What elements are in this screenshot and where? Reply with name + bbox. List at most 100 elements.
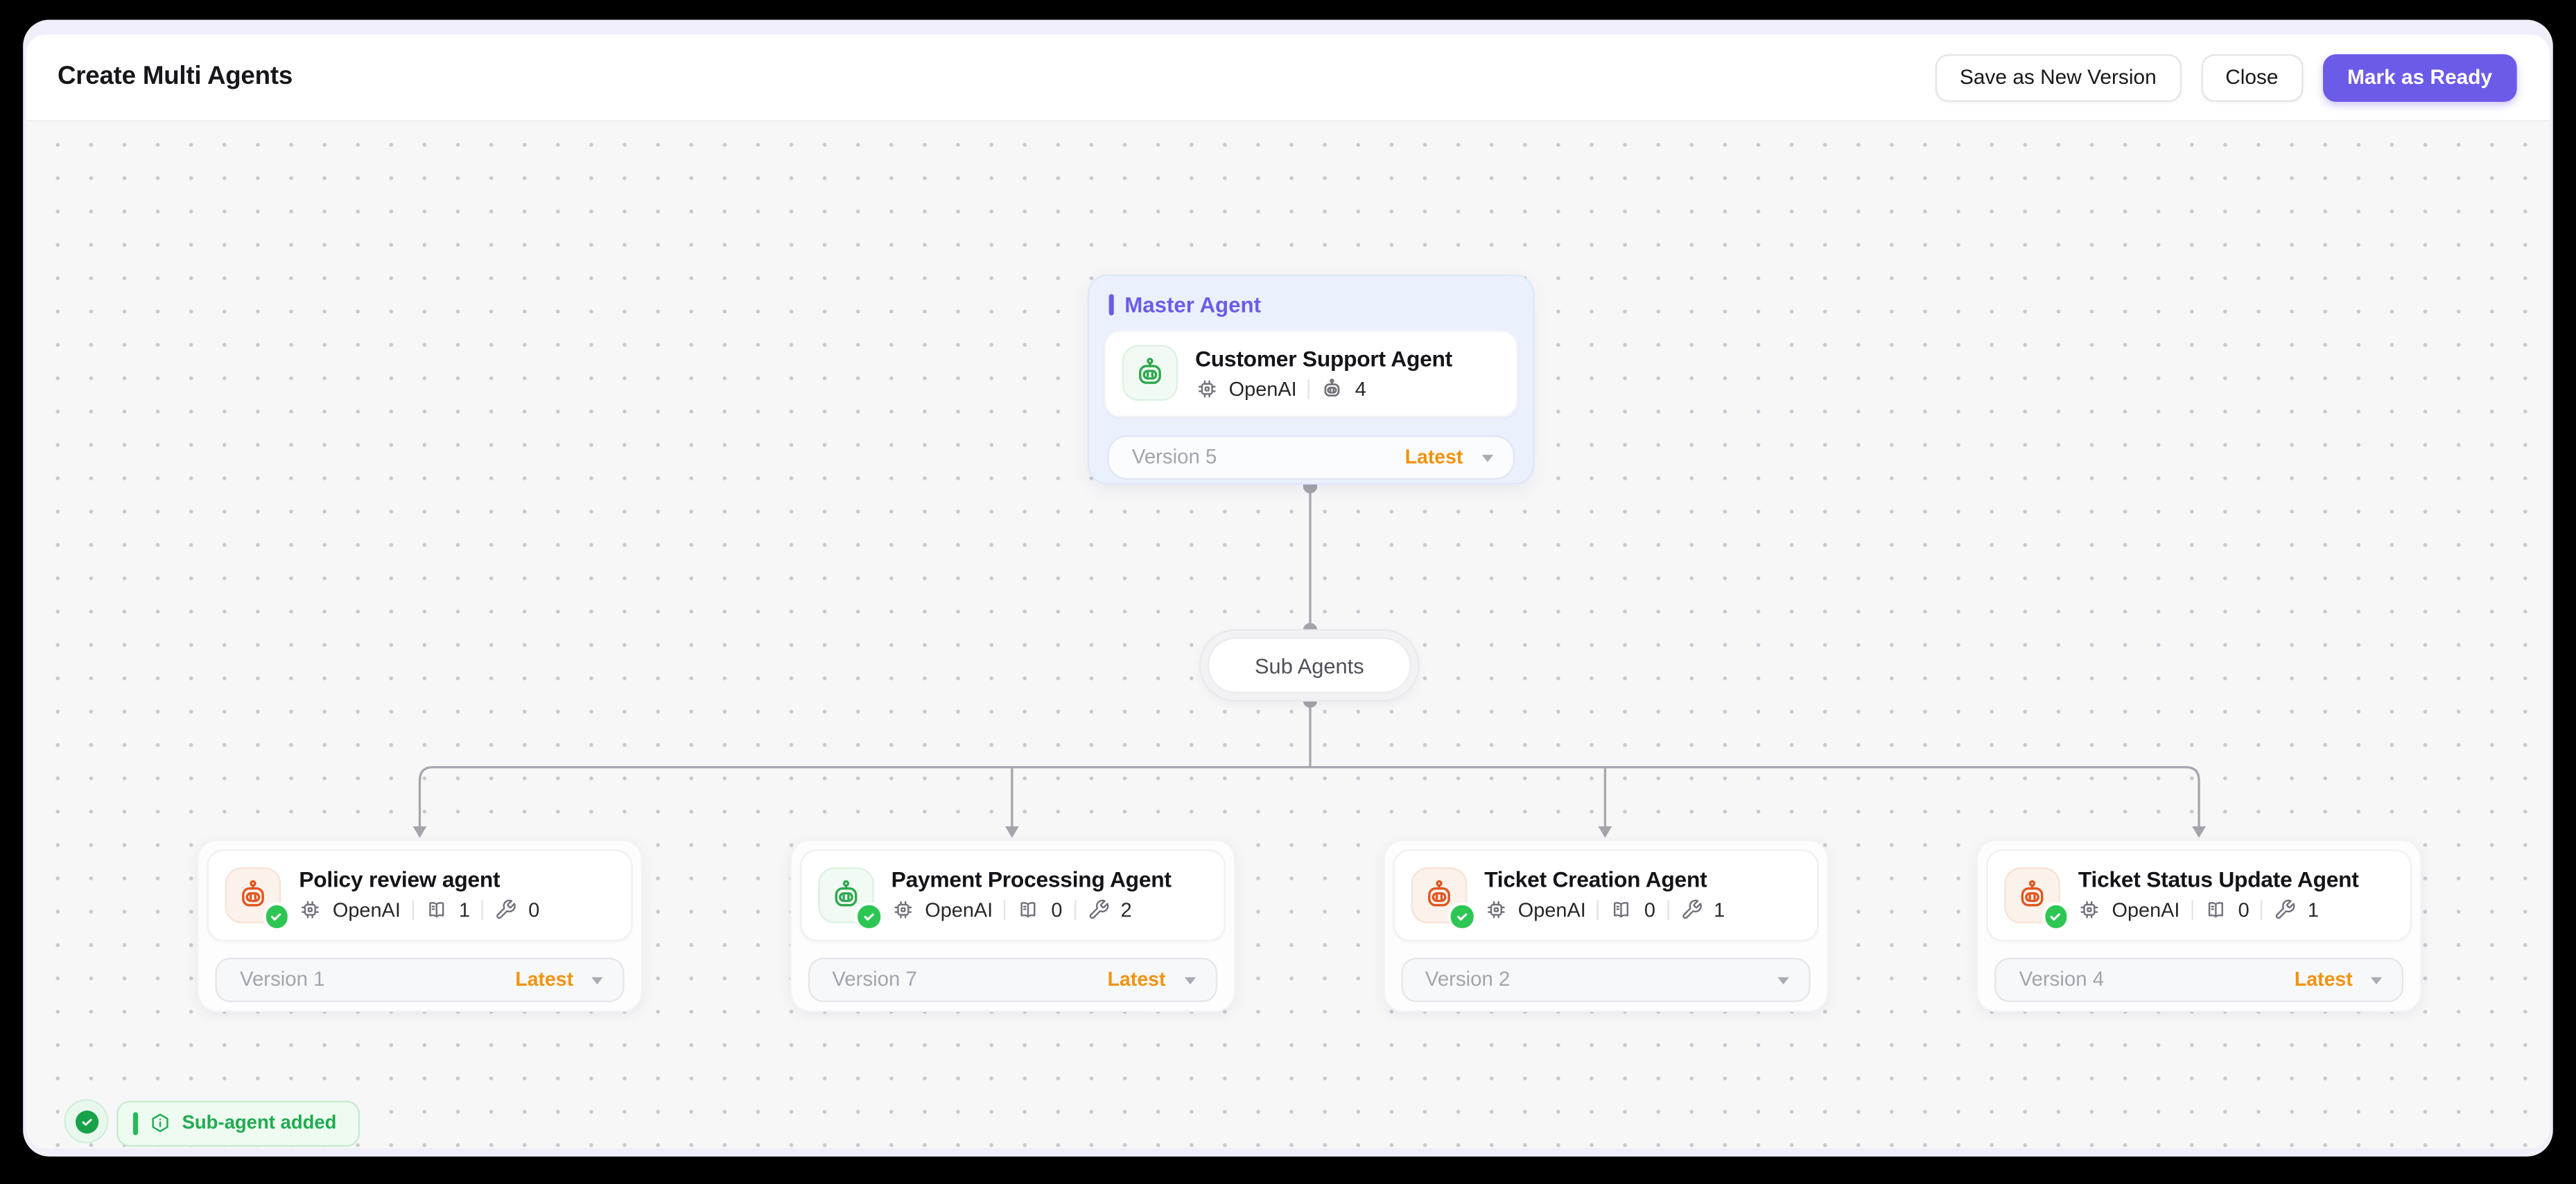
chevron-down-icon xyxy=(1478,448,1496,466)
version-value: Version 1 xyxy=(240,967,325,991)
sub-agent-node-ticket-status-update[interactable]: Ticket Status Update Agent OpenAI xyxy=(1976,838,2422,1011)
verified-check-badge-icon xyxy=(1450,905,1473,928)
check-circle-icon xyxy=(74,1109,98,1133)
agent-name: Customer Support Agent xyxy=(1195,345,1452,371)
agent-name: Ticket Status Update Agent xyxy=(2078,867,2359,892)
close-button[interactable]: Close xyxy=(2200,53,2304,101)
version-value: Version 4 xyxy=(2019,967,2105,991)
tools-count: 2 xyxy=(1120,898,1132,922)
master-version-select[interactable]: Version 5 Latest xyxy=(1107,434,1514,479)
agent-texts: Policy review agent OpenAI xyxy=(299,867,539,922)
agent-name: Ticket Creation Agent xyxy=(1484,867,1707,892)
sub-agent-node-ticket-creation[interactable]: Ticket Creation Agent OpenAI xyxy=(1382,838,1828,1011)
knowledge-count: 0 xyxy=(1051,898,1063,922)
toast-sub-agent-added: Sub-agent added xyxy=(116,1100,360,1147)
robot-icon xyxy=(817,867,880,928)
robot-icon xyxy=(1410,867,1473,928)
book-icon xyxy=(1610,899,1633,921)
master-agent-label: Master Agent xyxy=(1124,292,1262,317)
book-icon xyxy=(425,899,447,921)
provider-label: OpenAI xyxy=(2112,898,2180,922)
verified-check-badge-icon xyxy=(2044,905,2067,928)
save-as-new-version-button[interactable]: Save as New Version xyxy=(1935,53,2182,101)
meta-divider xyxy=(1074,900,1076,921)
version-value: Version 2 xyxy=(1425,967,1511,991)
arrowhead-sub3 xyxy=(1598,826,1612,838)
version-select[interactable]: Version 4 Latest xyxy=(1994,957,2404,1002)
notifications-button[interactable] xyxy=(64,1099,109,1144)
page-title: Create Multi Agents xyxy=(57,62,293,91)
toast-message: Sub-agent added xyxy=(182,1113,337,1134)
agent-meta: OpenAI 1 xyxy=(299,899,539,922)
provider-label: OpenAI xyxy=(1228,377,1297,401)
agent-info-card[interactable]: Ticket Creation Agent OpenAI xyxy=(1392,848,1818,941)
cpu-icon xyxy=(1195,378,1217,401)
tools-count: 0 xyxy=(528,898,540,922)
verified-check-badge-icon xyxy=(265,905,288,928)
app-surface: Create Multi Agents Save as New Version … xyxy=(26,34,2550,1149)
latest-badge: Latest xyxy=(2294,967,2353,991)
agent-info-card[interactable]: Policy review agent OpenAI xyxy=(207,848,633,941)
wrench-icon xyxy=(495,899,517,921)
robot-count-icon xyxy=(1321,378,1343,401)
provider-label: OpenAI xyxy=(332,898,401,922)
cpu-icon xyxy=(1484,899,1506,921)
master-section-header: Master Agent xyxy=(1088,276,1533,330)
cpu-icon xyxy=(891,899,914,921)
wrench-icon xyxy=(1087,899,1109,921)
meta-divider xyxy=(1308,379,1310,399)
robot-icon xyxy=(225,867,288,928)
mark-as-ready-button[interactable]: Mark as Ready xyxy=(2322,53,2517,101)
info-hexagon-icon xyxy=(149,1113,171,1134)
version-select[interactable]: Version 1 Latest xyxy=(215,957,625,1002)
header-bar: Create Multi Agents Save as New Version … xyxy=(26,34,2550,122)
chevron-down-icon xyxy=(2367,970,2385,988)
meta-divider xyxy=(2261,900,2263,921)
provider-label: OpenAI xyxy=(925,898,993,922)
cpu-icon xyxy=(2078,899,2100,921)
verified-check-badge-icon xyxy=(858,905,880,928)
version-select[interactable]: Version 2 xyxy=(1400,957,1810,1002)
latest-badge: Latest xyxy=(1404,445,1463,469)
wrench-icon xyxy=(1680,899,1703,921)
meta-divider xyxy=(2191,900,2193,921)
version-select[interactable]: Version 7 Latest xyxy=(807,957,1217,1002)
arrowhead-sub1 xyxy=(412,826,427,838)
meta-divider xyxy=(1597,900,1599,921)
sub-agent-node-policy-review[interactable]: Policy review agent OpenAI xyxy=(197,838,643,1011)
agent-meta: OpenAI 0 xyxy=(2078,899,2359,922)
book-icon xyxy=(1018,899,1040,921)
version-value: Version 7 xyxy=(832,967,917,991)
sub-agents-hub-node[interactable]: Sub Agents xyxy=(1199,629,1420,702)
agent-texts: Ticket Creation Agent OpenAI xyxy=(1484,867,1725,922)
tools-count: 1 xyxy=(1714,898,1725,922)
sub-agent-count: 4 xyxy=(1355,377,1366,401)
meta-divider xyxy=(1666,900,1669,921)
book-icon xyxy=(2204,899,2227,921)
flow-edges xyxy=(412,479,2207,838)
knowledge-count: 0 xyxy=(1644,898,1655,922)
agent-meta: OpenAI 0 xyxy=(891,899,1172,922)
version-value: Version 5 xyxy=(1131,445,1217,469)
master-agent-texts: Customer Support Agent OpenAI xyxy=(1195,346,1452,401)
toast-accent-bar xyxy=(132,1112,138,1135)
master-agent-info-card[interactable]: Customer Support Agent OpenAI xyxy=(1103,330,1518,417)
agent-texts: Ticket Status Update Agent OpenAI xyxy=(2078,867,2359,922)
agent-info-card[interactable]: Payment Processing Agent OpenAI xyxy=(799,848,1225,941)
agent-texts: Payment Processing Agent OpenAI xyxy=(891,867,1172,922)
header-actions: Save as New Version Close Mark as Ready xyxy=(1935,53,2517,101)
sub-agent-node-payment-processing[interactable]: Payment Processing Agent OpenAI xyxy=(789,838,1235,1011)
knowledge-count: 0 xyxy=(2238,898,2249,922)
flow-canvas[interactable]: Master Agent Customer Suppo xyxy=(26,121,2550,1149)
latest-badge: Latest xyxy=(1107,967,1166,991)
chevron-down-icon xyxy=(1181,970,1199,988)
sub-agents-hub-label: Sub Agents xyxy=(1207,637,1411,694)
cpu-icon xyxy=(299,899,321,921)
chevron-down-icon xyxy=(588,970,606,988)
meta-divider xyxy=(412,900,414,921)
master-agent-node[interactable]: Master Agent Customer Suppo xyxy=(1086,274,1535,485)
tools-count: 1 xyxy=(2307,898,2319,922)
robot-icon xyxy=(1121,345,1178,401)
agent-info-card[interactable]: Ticket Status Update Agent OpenAI xyxy=(1986,848,2412,941)
